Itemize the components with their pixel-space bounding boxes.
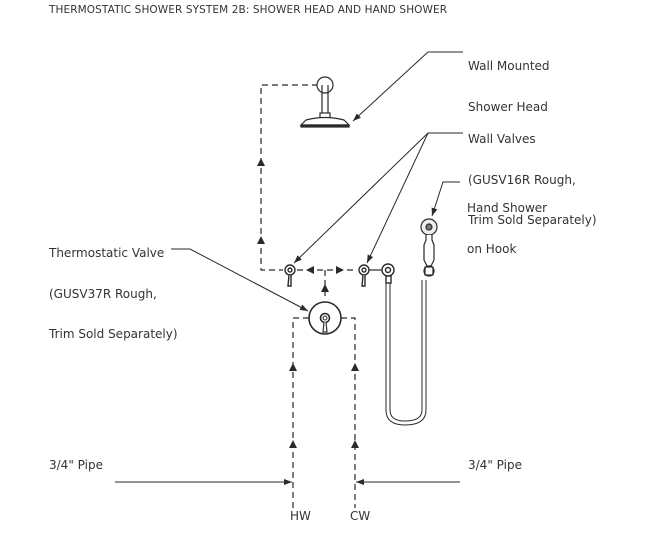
arrow-right-icon [336, 266, 344, 274]
water-flow-lines [260, 84, 356, 508]
label-line: Shower Head [468, 99, 548, 114]
arrow-up-icon [321, 284, 329, 292]
label-line: Wall Mounted [468, 59, 550, 73]
leader-wall-valve-right [366, 132, 429, 264]
label-pipe-left: 3/4" Pipe [49, 458, 103, 472]
arrow-up-icon [351, 440, 359, 448]
flow-arrows [257, 158, 359, 448]
label-thermostatic-valve: Thermostatic Valve (GUSV37R Rough, Trim … [49, 220, 178, 355]
thermostatic-valve-icon [308, 301, 342, 335]
label-line: Trim Sold Separately) [49, 327, 178, 341]
label-line: (GUSV16R Rough, [468, 172, 576, 187]
hw-riser-line [292, 317, 309, 508]
cw-riser-line [341, 317, 356, 508]
label-line: Wall Valves [468, 132, 536, 146]
shower-hose-inner [389, 280, 423, 422]
wall-valve-right-icon [358, 264, 370, 287]
label-cold-water: CW [350, 509, 371, 523]
arrow-up-icon [289, 363, 297, 371]
shower-hose [385, 280, 427, 426]
label-line: Thermostatic Valve [49, 246, 165, 260]
shower-head-icon [299, 76, 351, 128]
leader-lines [115, 51, 463, 485]
wall-valve-left-icon [284, 264, 296, 287]
leader-hand-shower [431, 181, 460, 217]
leader-thermostatic-valve [171, 248, 309, 312]
label-line: (GUSV37R Rough, [49, 286, 157, 301]
arrow-left-icon [306, 266, 314, 274]
leader-shower-head [352, 51, 463, 122]
label-wall-valves: Wall Valves (GUSV16R Rough, Trim Sold Se… [468, 106, 597, 241]
label-hand-shower: Hand Shower on Hook [467, 175, 547, 270]
arrow-up-icon [351, 363, 359, 371]
hand-shower-icon [420, 218, 438, 277]
hose-outlet-icon [381, 263, 395, 284]
arrow-up-icon [257, 236, 265, 244]
arrow-up-icon [289, 440, 297, 448]
label-line: Trim Sold Separately) [468, 213, 597, 227]
label-line: on Hook [467, 241, 517, 256]
label-hot-water: HW [290, 509, 311, 523]
label-line: Hand Shower [467, 201, 548, 215]
shower-supply-line [260, 84, 318, 271]
label-shower-head: Wall Mounted Shower Head [468, 33, 550, 128]
arrow-up-icon [257, 158, 265, 166]
label-pipe-right: 3/4" Pipe [468, 458, 522, 472]
diagram-title: THERMOSTATIC SHOWER SYSTEM 2B: SHOWER HE… [49, 4, 448, 16]
